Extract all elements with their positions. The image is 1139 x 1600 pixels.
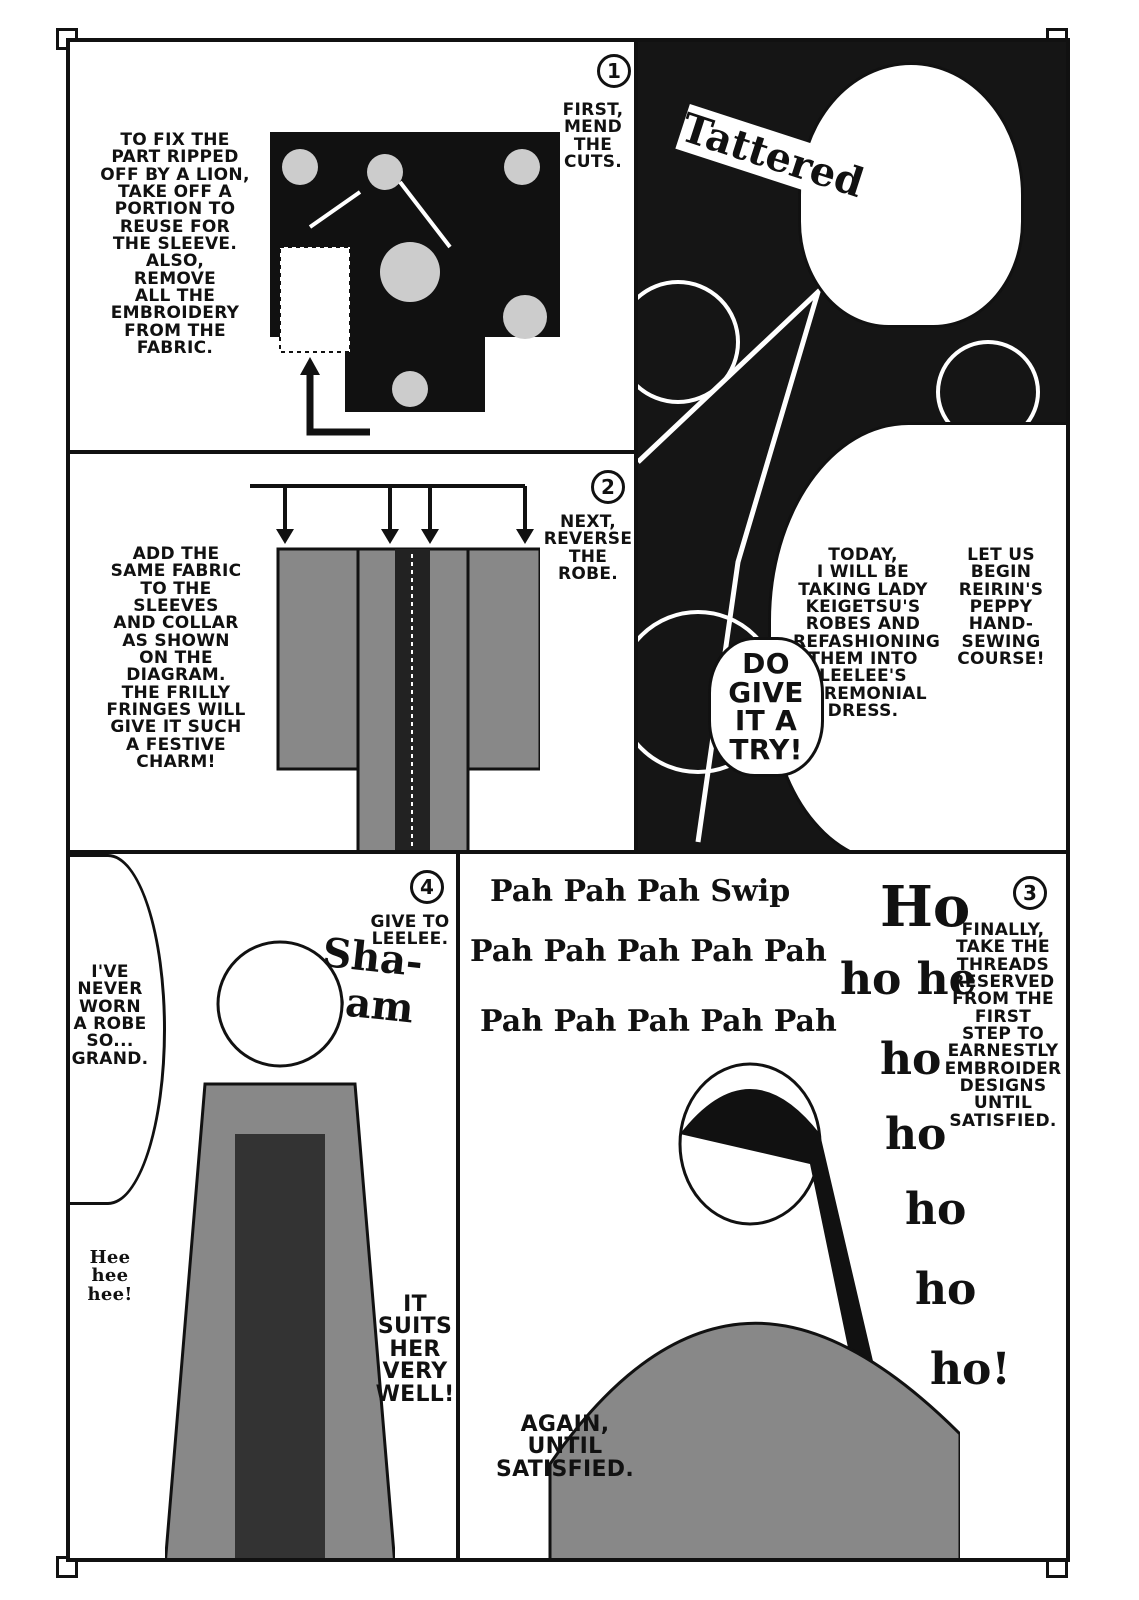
arrow-head [421,529,439,544]
intro-caption-a: TODAY, I WILL BE TAKING LADY KEIGETSU'S … [793,545,941,721]
laugh-ho-he: ho he [840,954,977,1005]
medallion [504,149,540,185]
laugh-ho-big: Ho [880,874,971,940]
speech-bubble [70,854,166,1205]
medallion [392,371,428,407]
sleeve-left [276,547,360,771]
sfx-pah-row3: Pah Pah Pah Pah Pah [480,1004,837,1039]
panel3-caption-bottom: AGAIN, UNTIL SATISFIED. [495,1412,635,1482]
intro-shout: DO GIVE IT A TRY! [708,637,824,778]
panel2-caption-left: ADD THE SAME FABRIC TO THE SLEEVES AND C… [106,544,246,772]
panel1-caption-left: TO FIX THE PART RIPPED OFF BY A LION, TA… [100,130,250,358]
laugh-ho-4: ho [915,1264,977,1315]
leelee-figure [165,940,395,1558]
panel1-caption-right: FIRST, MEND THE CUTS. [562,100,624,172]
arrow-head [516,529,534,544]
medallion [367,154,403,190]
leelee-head [216,940,344,1068]
pattern-ring [638,280,740,404]
removed-portion [279,246,351,353]
medallion [503,295,547,339]
panel4-caption-right: GIVE TO LEELEE. [370,912,450,950]
step-number-1: 1 [597,54,631,88]
panel-2: 2 ADD THE SAME FABRIC TO THE SLEEVES AND… [66,450,638,854]
panel2-caption-right: NEXT, REVERSE THE ROBE. [543,512,633,584]
step-number-3: 3 [1013,876,1047,910]
medallion [282,149,318,185]
leelee-speech: I'VE NEVER WORN A ROBE SO... GRAND. [71,962,149,1069]
sfx-pah-row2: Pah Pah Pah Pah Pah [470,934,827,969]
suits-her-comment: IT SUITS HER VERY WELL! [375,1292,455,1407]
arrow-head [276,529,294,544]
panel-3: 3 FINALLY, TAKE THE THREADS RESERVED FRO… [456,850,1070,1562]
step-number-2: 2 [591,470,625,504]
mend-stitch [308,180,452,249]
laugh-ho-5: ho! [930,1344,1011,1395]
guide-arrows [250,484,527,534]
robe-diagram-2 [250,484,540,850]
step-number-4: 4 [410,870,444,904]
medallion [380,242,440,302]
panel3-caption: FINALLY, TAKE THE THREADS RESERVED FROM … [944,920,1062,1131]
panel-1: 1 TO FIX THE PART RIPPED OFF BY A LION, … [66,38,638,454]
intro-caption-b: LET US BEGIN REIRIN'S PEPPY HAND- SEWING… [957,545,1045,669]
laugh-ho-1: ho [880,1034,942,1085]
panel-4: 4 GIVE TO LEELEE. I'VE NEVER WORN A ROBE… [66,850,460,1562]
arrow [306,372,370,436]
sfx-pah-row1: Pah Pah Pah Swip [490,874,791,909]
reirin-sewing-figure [548,1062,960,1558]
robe-diagram-1 [270,132,560,436]
arrow-head [300,357,320,375]
laugh-ho-3: ho [905,1184,967,1235]
fabric-pile [548,1321,960,1558]
caption-cloud [768,422,1066,850]
side-laugh: Hee hee hee! [87,1247,133,1305]
laugh-ho-2: ho [885,1109,947,1160]
panel-intro: Tattered TODAY, I WILL BE TAKING LADY KE… [634,38,1070,854]
arrow-head [381,529,399,544]
leelee-sash [235,1134,325,1558]
sleeve-right [466,547,540,771]
